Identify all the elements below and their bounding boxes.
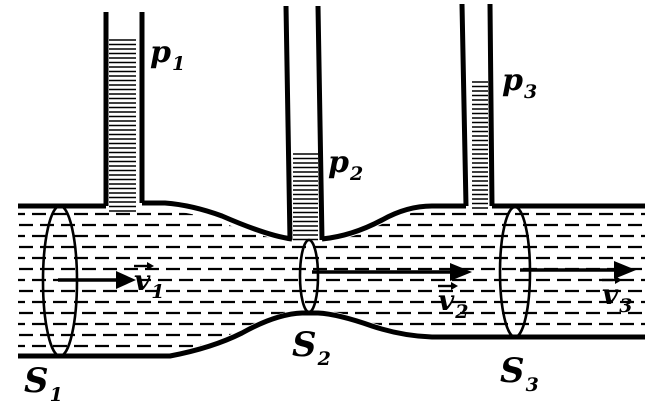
labels: p1 p2 p3 v1 v2 v3 S1 S2 S3	[24, 35, 633, 406]
label-p2: p2	[328, 145, 363, 185]
vector-marks	[134, 262, 622, 290]
label-p3: p3	[502, 63, 537, 103]
manometer-tubes	[103, 3, 495, 241]
label-v3: v3	[602, 278, 633, 317]
tube-1-fluid	[109, 39, 136, 212]
velocity-arrows	[58, 261, 636, 289]
label-s3: S3	[500, 351, 539, 396]
tube-3-fluid	[472, 81, 488, 209]
velocity-arrow-1	[58, 271, 136, 289]
cross-section-s2	[298, 238, 320, 314]
velocity-arrow-2	[312, 263, 472, 281]
tube-2	[283, 5, 325, 241]
pipe-top-wall	[18, 200, 645, 242]
tube-1	[103, 12, 145, 206]
velocity-arrow-3	[520, 261, 636, 279]
label-s2: S2	[292, 325, 331, 370]
tube-3	[459, 3, 495, 207]
pipe-bottom-wall	[18, 310, 645, 359]
label-v1: v1	[134, 264, 165, 303]
cross-section-s3	[498, 205, 532, 339]
label-v2: v2	[438, 284, 469, 323]
label-p1: p1	[150, 35, 185, 75]
tube-2-fluid	[293, 153, 318, 241]
label-s1: S1	[24, 361, 63, 406]
